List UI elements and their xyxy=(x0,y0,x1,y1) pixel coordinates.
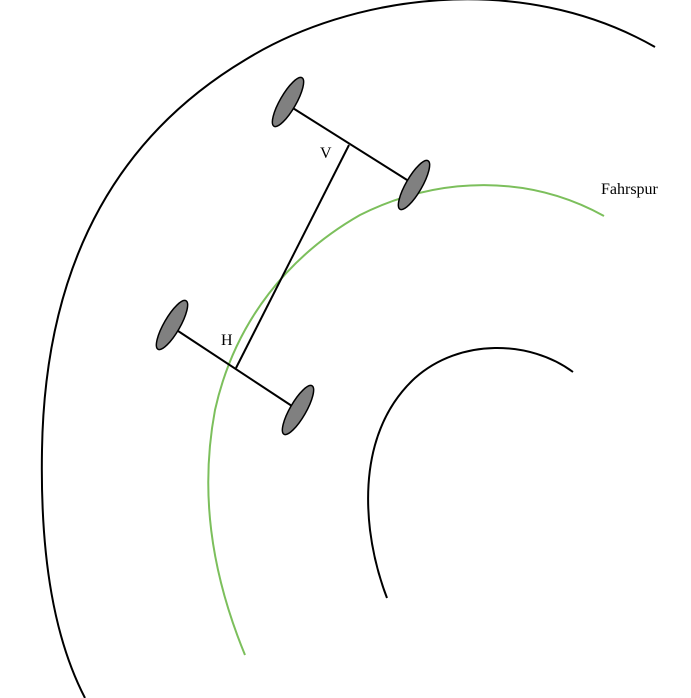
front-axle-label: V xyxy=(320,145,332,162)
rear-axle xyxy=(171,326,299,411)
rear-axle-label: H xyxy=(221,332,233,349)
lane-curve xyxy=(207,184,605,656)
wheel-icon xyxy=(155,299,189,351)
wheel-icon xyxy=(281,384,315,436)
outer-road-edge xyxy=(40,0,656,698)
front-axle xyxy=(287,104,416,186)
vehicle-center-line xyxy=(235,144,350,369)
wheel-icon xyxy=(397,159,431,211)
lane-label: Fahrspur xyxy=(601,181,659,198)
inner-road-edge xyxy=(367,347,574,599)
wheel-icon xyxy=(271,76,305,128)
